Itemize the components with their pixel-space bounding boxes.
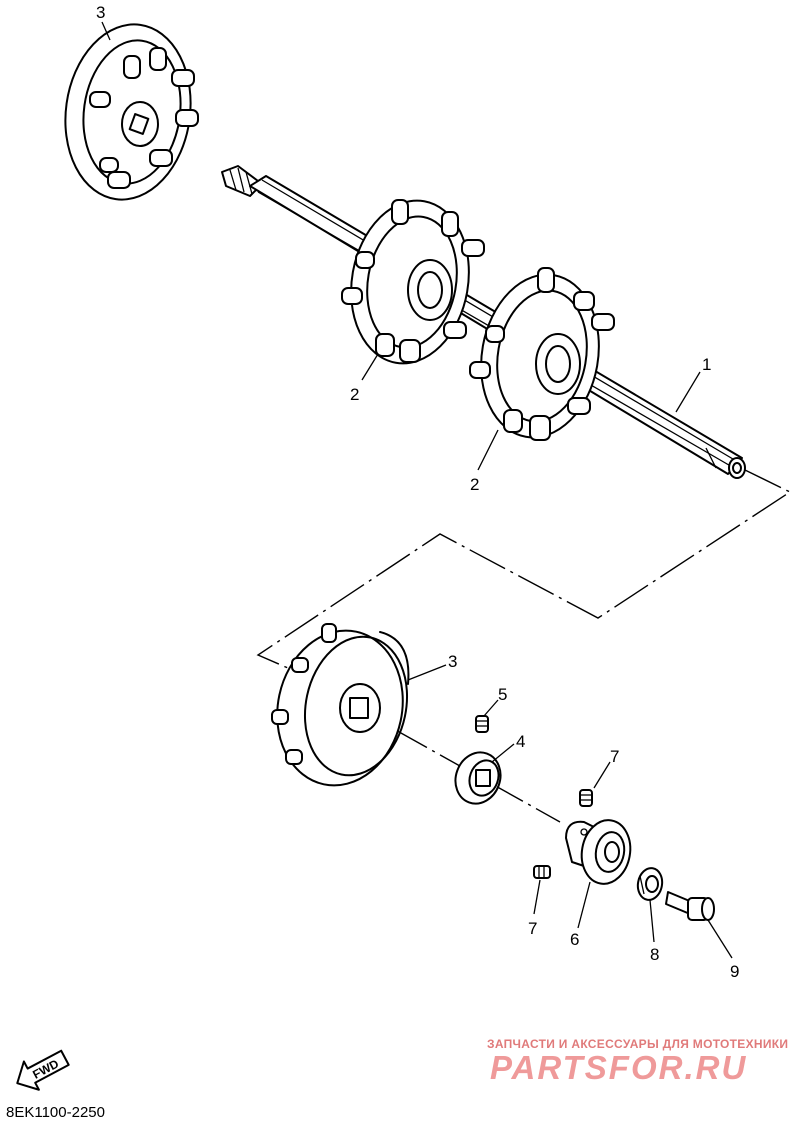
collar-4: [454, 751, 502, 805]
callout-bearing: 6: [570, 930, 579, 949]
axis-line-lower: [391, 727, 561, 823]
callout-wheel-upper: 3: [96, 3, 105, 22]
set-screw-7-left: [533, 865, 551, 879]
sprocket-upper: [341, 199, 485, 365]
callout-shaft: 1: [702, 355, 711, 374]
nut-8: [636, 867, 664, 901]
callout-screw-right: 7: [610, 747, 619, 766]
guide-line-shaft-to-wheel: [256, 469, 792, 689]
callout-wheel-lower: 3: [448, 652, 457, 671]
set-screw-7-right: [579, 789, 593, 807]
end-wheel-upper: [64, 23, 199, 201]
bearing-6: [565, 819, 632, 885]
bolt-9: [665, 891, 715, 921]
watermark-logo: PARTSFOR.RU: [490, 1049, 748, 1086]
callout-collar: 4: [516, 732, 525, 751]
callout-nut: 8: [650, 945, 659, 964]
sprocket-lower: [469, 267, 615, 441]
callout-screw-collar: 5: [498, 685, 507, 704]
fwd-arrow-icon: FWD: [16, 1049, 70, 1091]
leader-lines: [101, 21, 733, 959]
drawing-code: 8EK1100-2250: [6, 1104, 105, 1121]
callout-sprocket-upper: 2: [350, 385, 359, 404]
end-wheel-lower: [271, 623, 410, 787]
callout-sprocket-lower: 2: [470, 475, 479, 494]
set-screw-5: [475, 715, 489, 733]
watermark-tagline: ЗАПЧАСТИ И АКСЕССУАРЫ ДЛЯ МОТОТЕХНИКИ: [487, 1037, 789, 1051]
callout-screw-left: 7: [528, 919, 537, 938]
callout-bolt: 9: [730, 962, 739, 981]
drive-shaft: [221, 165, 746, 479]
